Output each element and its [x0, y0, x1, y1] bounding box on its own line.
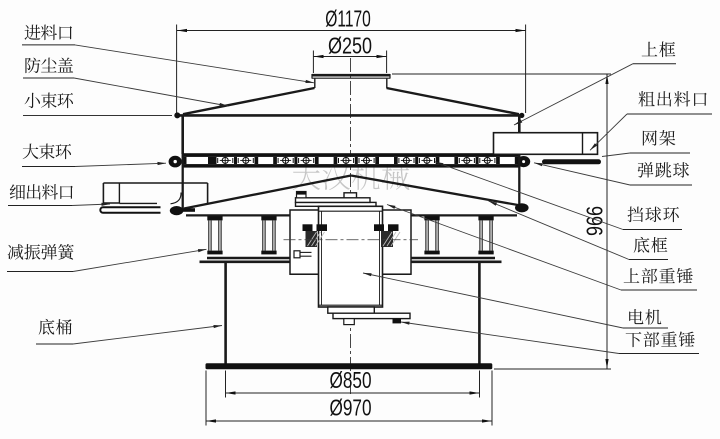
svg-text:Ø1170: Ø1170	[325, 6, 371, 32]
svg-text:Ø250: Ø250	[328, 33, 372, 59]
svg-text:Ø970: Ø970	[330, 395, 372, 421]
svg-text:966: 966	[582, 206, 608, 236]
svg-text:Ø850: Ø850	[330, 367, 372, 393]
